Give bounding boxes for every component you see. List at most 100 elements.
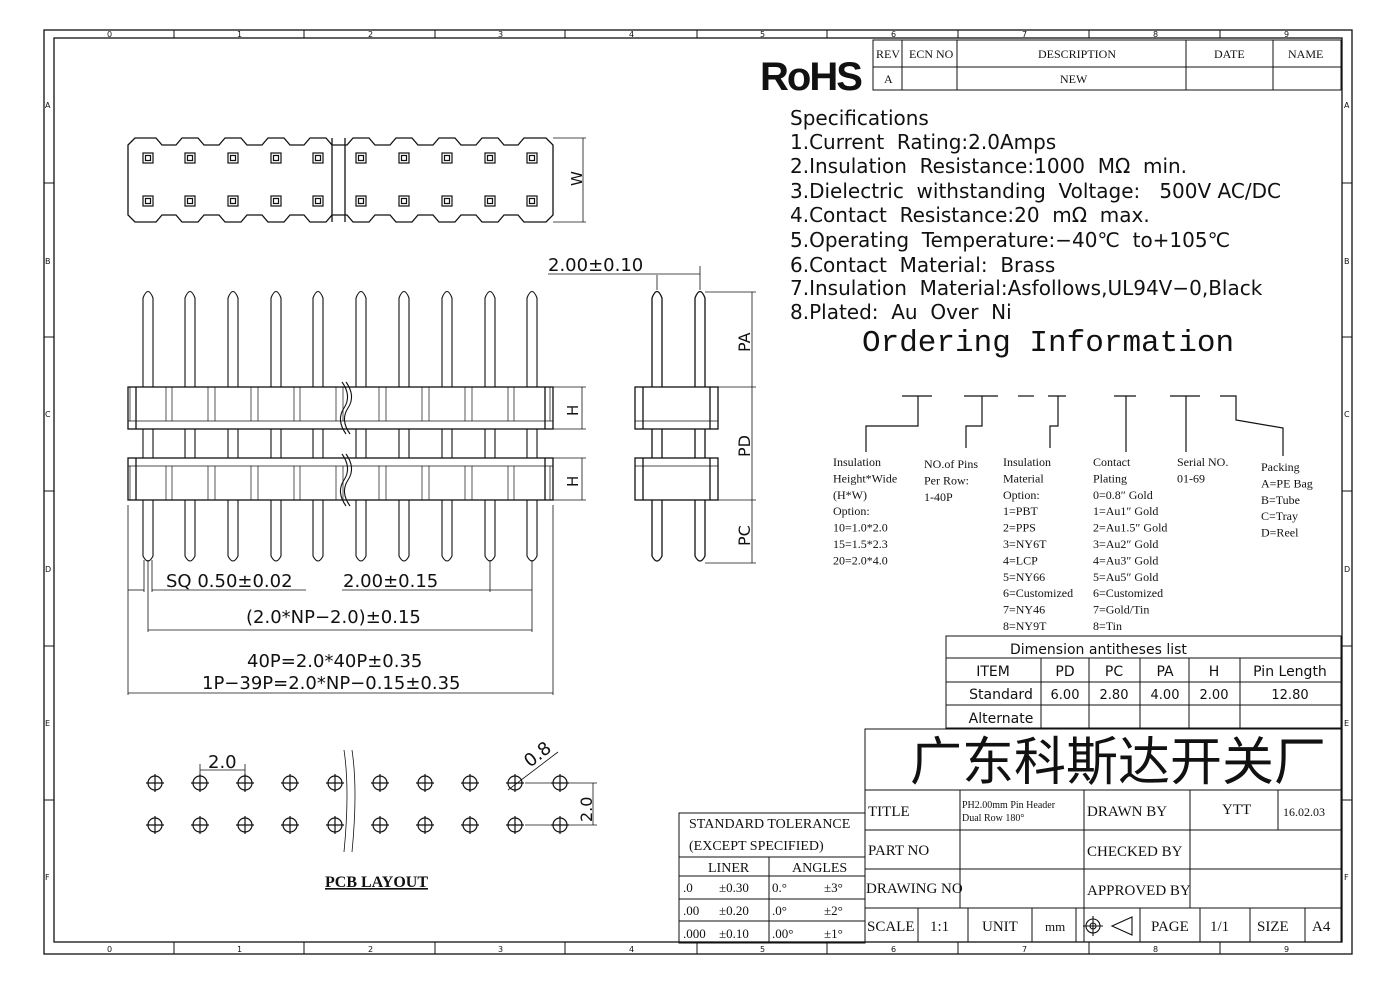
ordering-option-line: Material xyxy=(1003,471,1044,485)
ordering-option-line: Option: xyxy=(1003,488,1040,502)
ordering-option-line: Contact xyxy=(1093,455,1131,469)
title-label: TITLE xyxy=(868,804,910,820)
front-pin-mid xyxy=(526,429,538,458)
top-pin-core xyxy=(229,197,237,205)
pcb-holes xyxy=(146,774,569,834)
pcb-hole-size: 0.8 xyxy=(520,738,555,772)
tolerance-angle-value: ±3° xyxy=(824,880,843,895)
ordering-option-line: Height*Wide xyxy=(833,471,897,485)
ordering-option-line: Option: xyxy=(833,504,870,518)
zone-col-bottom: 7 xyxy=(1022,945,1027,954)
tolerance-linear-value: ±0.20 xyxy=(719,903,749,918)
top-pin-square xyxy=(398,152,410,164)
revision-table xyxy=(872,39,1342,91)
front-pin-mid xyxy=(227,429,239,458)
date-value: 16.02.03 xyxy=(1283,805,1325,819)
front-pin-mid xyxy=(312,429,324,458)
top-pin-square xyxy=(227,195,239,207)
outer-border xyxy=(43,29,1353,955)
spec-line: 5.Operating Temperature:−40℃ to+105℃ xyxy=(790,228,1230,252)
tolerance-linear-digits: .00 xyxy=(683,903,699,918)
ordering-option-line: 7=NY46 xyxy=(1003,603,1045,617)
front-break-line xyxy=(339,381,349,435)
ordering-option-line: 6=Customized xyxy=(1093,586,1163,600)
top-pin-core xyxy=(400,197,408,205)
zone-row-right: A xyxy=(1344,101,1350,110)
front-pin-bottom xyxy=(526,500,538,562)
top-pin-core xyxy=(357,197,365,205)
dimension-table xyxy=(945,635,1342,729)
ordering-option-line: 1-40P xyxy=(924,490,953,504)
front-pin-bottom xyxy=(484,500,496,562)
top-pin-square xyxy=(270,152,282,164)
top-pin-core xyxy=(144,154,152,162)
description-value: NEW xyxy=(1060,72,1088,86)
tolerance-block xyxy=(678,812,866,944)
zone-row-left: D xyxy=(45,565,51,574)
top-pin-square xyxy=(355,195,367,207)
pcb-layout-caption: PCB LAYOUT xyxy=(325,874,428,891)
front-dimensions xyxy=(127,505,554,695)
front-pin-bottom xyxy=(227,500,239,562)
ordering-option-line: Serial NO. xyxy=(1177,455,1228,469)
top-pin-square xyxy=(484,195,496,207)
dim-np-length: 1P−39P=2.0*NP−0.15±0.35 xyxy=(202,673,461,694)
zone-col-top: 7 xyxy=(1022,30,1027,39)
ordering-option-line: 0=0.8″ Gold xyxy=(1093,488,1153,502)
dimension-table-cell: 2.80 xyxy=(1100,688,1129,703)
ordering-option-line: 8=NY9T xyxy=(1003,619,1047,633)
dim-h-2: H xyxy=(564,476,582,487)
front-break-line xyxy=(339,453,349,507)
zone-col-top: 4 xyxy=(629,30,634,39)
dimension-table-cell: Alternate xyxy=(969,711,1034,727)
zone-row-left: B xyxy=(45,257,51,266)
ordering-option-line: 5=NY66 xyxy=(1003,570,1045,584)
front-pin-bottom xyxy=(355,500,367,562)
spec-line: Specifications xyxy=(790,106,929,130)
tolerance-linear-value: ±0.10 xyxy=(719,926,749,941)
top-pin-square xyxy=(355,152,367,164)
rev-header: REV xyxy=(876,47,900,61)
zone-row-left: F xyxy=(45,873,50,882)
front-pin-mid xyxy=(142,429,154,458)
spec-line: 3.Dielectric withstanding Voltage: 500V … xyxy=(790,179,1281,203)
unit-value: mm xyxy=(1045,919,1065,934)
front-pin-top xyxy=(484,290,496,387)
dimension-table-header: PA xyxy=(1156,664,1174,680)
top-pin-core xyxy=(144,197,152,205)
ordering-option-line: Packing xyxy=(1261,460,1300,474)
tolerance-angle-digits: .00° xyxy=(772,926,793,941)
top-pin-core xyxy=(528,197,536,205)
spec-line: 1.Current Rating:2.0Amps xyxy=(790,130,1056,154)
title-value-1: PH2.00mm Pin Header xyxy=(962,800,1056,811)
ordering-options: InsulationHeight*Wide(H*W)Option:10=1.0*… xyxy=(833,455,1313,633)
top-pin-core xyxy=(272,154,280,162)
top-pin-core xyxy=(443,154,451,162)
top-view-pins xyxy=(142,152,538,207)
top-pin-square xyxy=(184,152,196,164)
ordering-option-line: 7=Gold/Tin xyxy=(1093,603,1149,617)
top-pin-core xyxy=(357,154,365,162)
spec-line: 7.Insulation Material:Asfollows,UL94V−0,… xyxy=(790,276,1263,300)
top-pin-core xyxy=(272,197,280,205)
ordering-option-line: (H*W) xyxy=(833,488,867,502)
dim-40p: 40P=2.0*40P±0.35 xyxy=(247,651,422,672)
top-pin-square xyxy=(270,195,282,207)
zone-col-bottom: 0 xyxy=(107,945,112,954)
side-view xyxy=(548,266,756,564)
ordering-option-line: 3=Au2″ Gold xyxy=(1093,537,1158,551)
zone-row-left: C xyxy=(45,410,51,419)
ordering-option-line: 2=Au1.5″ Gold xyxy=(1093,521,1167,535)
front-pin-mid xyxy=(270,429,282,458)
dimension-table-header: PD xyxy=(1055,664,1074,680)
rev-value: A xyxy=(884,72,893,86)
tolerance-angle-value: ±2° xyxy=(824,903,843,918)
zone-col-bottom: 6 xyxy=(891,945,896,954)
front-pin-top xyxy=(142,290,154,387)
zone-col-top: 9 xyxy=(1284,30,1289,39)
ordering-option-line: A=PE Bag xyxy=(1261,476,1313,490)
top-pin-core xyxy=(528,154,536,162)
dim-h-1: H xyxy=(564,405,582,416)
part-no-label: PART NO xyxy=(868,843,929,859)
